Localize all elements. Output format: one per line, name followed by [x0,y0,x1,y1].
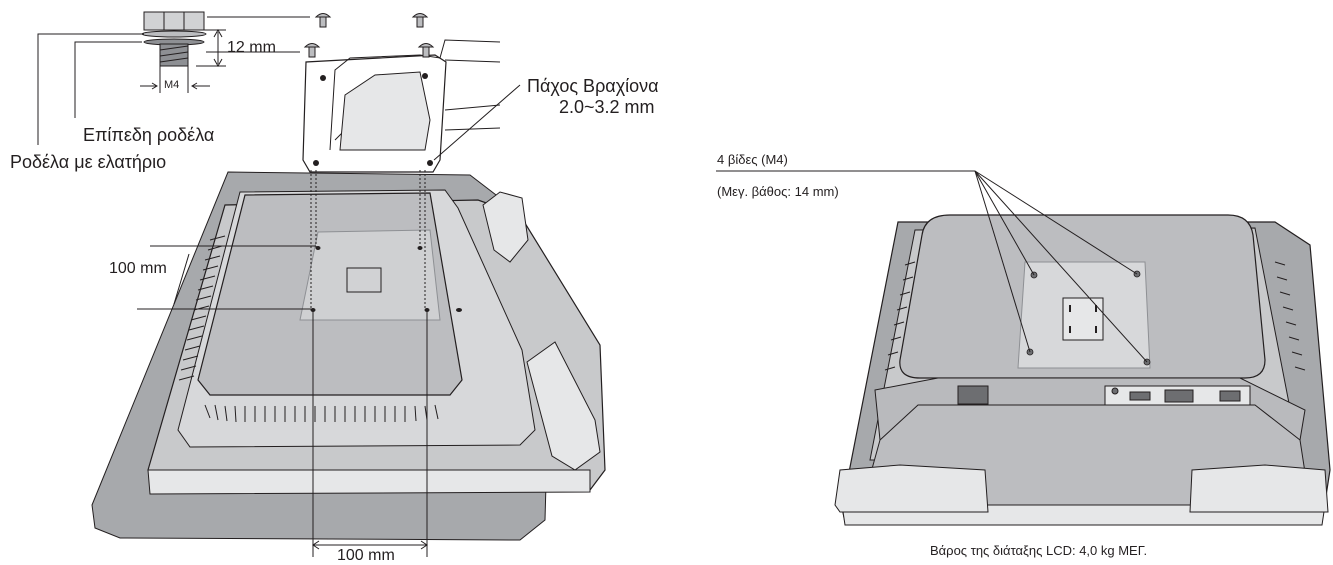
spring-washer-label: Ροδέλα με ελατήριο [10,152,167,172]
left-stand-lower [526,341,601,471]
left-label-sticker [346,267,382,293]
left-stand-upper [482,191,529,263]
arm-screws [303,13,435,58]
max-depth-label: (Μεγ. βάθος: 14 mm) [717,184,839,199]
washer-callouts [37,33,144,145]
arm-thickness-leader [433,84,521,161]
screw-length-label: 12 mm [227,39,276,56]
screws-count-label: 4 βίδες (M4) [717,152,788,167]
screw-detail [141,11,207,67]
left-vent-slots [178,235,439,423]
right-vent-slots [884,261,1306,371]
arm-holes [313,73,433,166]
power-connector [957,385,989,405]
left-mount-holes [310,246,462,312]
right-plate-marks [1069,305,1097,333]
horizontal-spacing-label: 100 mm [337,547,395,564]
screw-dimensions [140,16,310,93]
arm-inner [339,71,431,151]
right-foot-right [1189,464,1329,513]
left-monitor-edge [147,469,591,495]
right-foot-left [834,464,989,513]
arm-thickness-value: 2.0~3.2 mm [559,97,655,117]
screw-callout-leaders [716,170,1148,363]
flat-washer-label: Επίπεδη ροδέλα [83,125,215,145]
horizontal-spacing-dim [312,312,428,557]
vertical-spacing-dim [137,245,316,310]
arm-body [329,39,501,151]
arm-thickness-title: Πάχος Βραχίονα [527,76,659,96]
screw-guide-lines [310,170,426,310]
vertical-spacing-label: 100 mm [109,260,167,277]
right-center-plate [1062,297,1104,341]
weight-caption: Βάρος της διάταξης LCD: 4,0 kg ΜΕΓ. [930,543,1148,558]
screw-thread-label: M4 [164,79,180,91]
connector-details [1111,387,1241,403]
